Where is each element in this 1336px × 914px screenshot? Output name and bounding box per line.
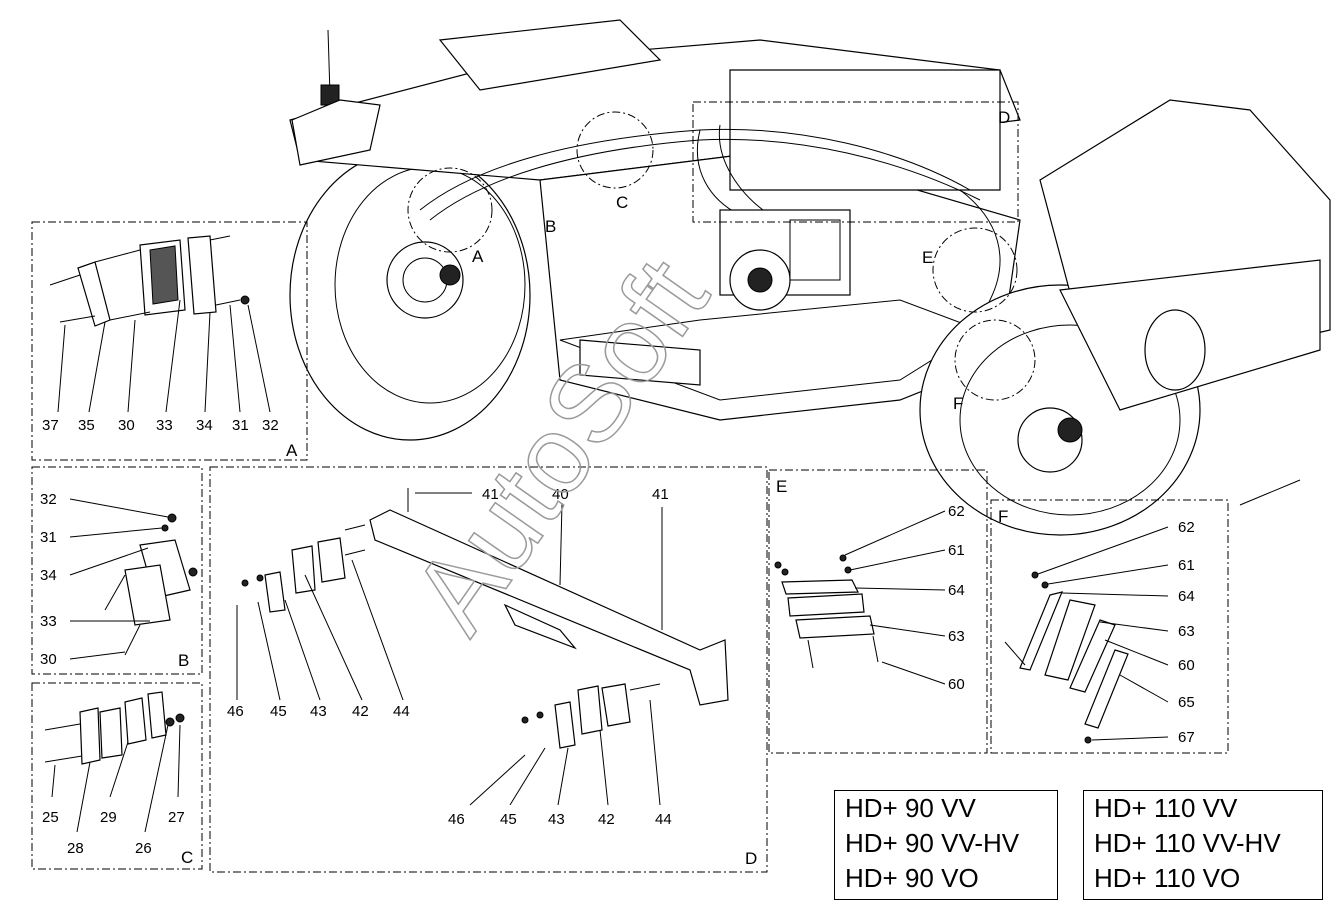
callout-F: F [953, 394, 963, 413]
label-32: 32 [40, 491, 57, 508]
label-46: 46 [448, 811, 465, 828]
detail-C-tag: C [181, 848, 193, 867]
detail-B-tag: B [178, 651, 189, 670]
label-33: 33 [156, 417, 173, 434]
model-90-vv: HD+ 90 VV [845, 793, 976, 823]
machine-illustration [289, 19, 1331, 536]
label-42: 42 [352, 703, 369, 720]
label-45: 45 [270, 703, 287, 720]
label-62: 62 [1178, 519, 1195, 536]
model-box-110: HD+ 110 VV HD+ 110 VV-HV HD+ 110 VO [1083, 790, 1323, 900]
callout-C: C [616, 193, 628, 212]
label-29: 29 [100, 809, 117, 826]
label-32: 32 [262, 417, 279, 434]
label-60: 60 [1178, 657, 1195, 674]
label-43: 43 [310, 703, 327, 720]
label-41: 41 [482, 486, 499, 503]
label-64: 64 [1178, 588, 1195, 605]
callout-E: E [922, 248, 933, 267]
label-64: 64 [948, 582, 965, 599]
label-62: 62 [948, 503, 965, 520]
label-33: 33 [40, 613, 57, 630]
label-34: 34 [40, 567, 57, 584]
label-63: 63 [948, 628, 965, 645]
detail-B-panel: 32 31 34 33 30 B [31, 466, 203, 675]
label-45: 45 [500, 811, 517, 828]
label-44: 44 [655, 811, 672, 828]
label-67: 67 [1178, 729, 1195, 746]
detail-A-panel: 37 35 30 33 34 31 32 A [31, 221, 308, 461]
label-43: 43 [548, 811, 565, 828]
label-41: 41 [652, 486, 669, 503]
detail-E-tag: E [776, 477, 787, 496]
callout-D: D [998, 108, 1010, 127]
label-37: 37 [42, 417, 59, 434]
label-25: 25 [42, 809, 59, 826]
label-40: 40 [552, 486, 569, 503]
label-28: 28 [67, 840, 84, 857]
label-61: 61 [1178, 557, 1195, 574]
label-61: 61 [948, 542, 965, 559]
detail-D-panel: 41 40 41 46 45 43 42 44 46 45 43 42 44 D [209, 466, 768, 873]
detail-D-tag: D [745, 849, 757, 868]
model-110-vv-hv: HD+ 110 VV-HV [1094, 828, 1281, 858]
model-90-vv-hv: HD+ 90 VV-HV [845, 828, 1020, 858]
label-30: 30 [40, 651, 57, 668]
callout-B: B [545, 217, 556, 236]
label-31: 31 [40, 529, 57, 546]
model-110-vv: HD+ 110 VV [1094, 793, 1238, 823]
model-90-vo: HD+ 90 VO [845, 863, 979, 893]
callout-A: A [472, 247, 484, 266]
label-63: 63 [1178, 623, 1195, 640]
model-110-vo: HD+ 110 VO [1094, 863, 1241, 893]
detail-F-panel: 62 61 64 63 60 65 67 F [990, 499, 1229, 754]
label-35: 35 [78, 417, 95, 434]
label-65: 65 [1178, 694, 1195, 711]
model-box-90: HD+ 90 VV HD+ 90 VV-HV HD+ 90 VO [834, 790, 1058, 900]
label-34: 34 [196, 417, 213, 434]
detail-E-panel: 62 61 64 63 60 E [768, 469, 988, 754]
label-31: 31 [232, 417, 249, 434]
callout-circles [407, 101, 1036, 401]
label-46: 46 [227, 703, 244, 720]
detail-C-panel: 25 28 29 26 27 C [31, 682, 203, 870]
detail-F-tag: F [998, 507, 1008, 526]
label-27: 27 [168, 809, 185, 826]
label-44: 44 [393, 703, 410, 720]
label-30: 30 [118, 417, 135, 434]
detail-A-tag: A [286, 441, 298, 460]
label-26: 26 [135, 840, 152, 857]
label-60: 60 [948, 676, 965, 693]
label-42: 42 [598, 811, 615, 828]
